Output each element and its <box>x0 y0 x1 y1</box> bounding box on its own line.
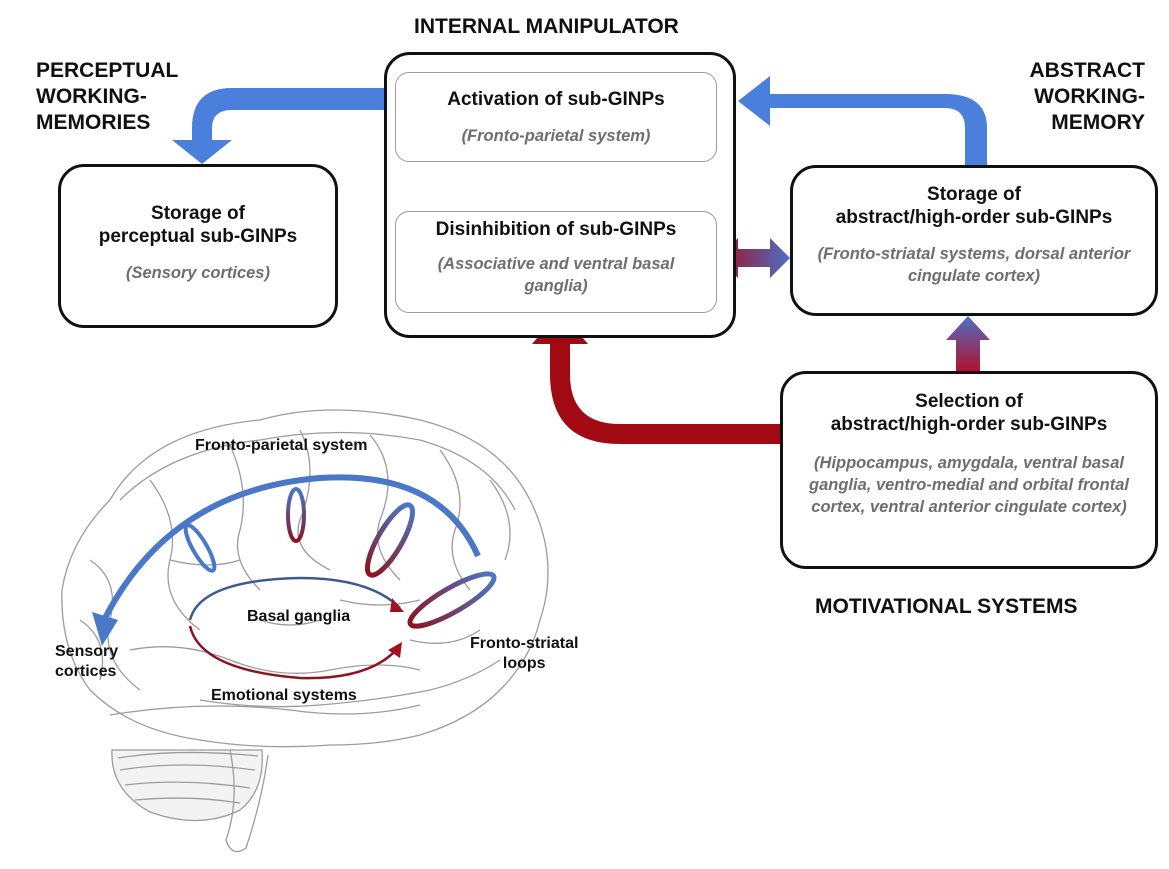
motivational-systems-label: MOTIVATIONAL SYSTEMS <box>815 595 1078 618</box>
title-line: abstract/high-order sub-GINPs <box>835 207 1113 228</box>
loop-3 <box>364 502 416 578</box>
selection-title: Selection of abstract/high-order sub-GIN… <box>783 390 1155 436</box>
internal-manipulator-label: INTERNAL MANIPULATOR <box>414 15 679 38</box>
fronto-striatal-label: Fronto-striatal loops <box>470 634 578 674</box>
emotional-systems-label: Emotional systems <box>211 687 357 704</box>
activation-subtitle: (Fronto-parietal system) <box>461 127 651 145</box>
label-line: loops <box>502 655 546 672</box>
label-line: ABSTRACT <box>1029 59 1146 82</box>
label-line: WORKING- <box>1034 85 1145 108</box>
label-line: MEMORIES <box>36 111 151 134</box>
arrow-selection-to-abstract <box>946 316 990 372</box>
abstract-storage-title: Storage of abstract/high-order sub-GINPs <box>793 183 1155 229</box>
abstract-storage-box: Storage of abstract/high-order sub-GINPs… <box>790 165 1158 316</box>
activation-title: Activation of sub-GINPs <box>447 89 665 110</box>
loop-1 <box>183 523 217 573</box>
fronto-parietal-label: Fronto-parietal system <box>195 437 368 454</box>
brain-illustration <box>61 409 549 853</box>
abstract-storage-subtitle: (Fronto-striatal systems, dorsal anterio… <box>817 245 1131 285</box>
fronto-parietal-arrowhead <box>92 612 118 646</box>
title-line: Selection of <box>915 391 1023 412</box>
basal-ganglia-loop-bottom <box>188 625 399 680</box>
label-line: Fronto-striatal <box>470 635 579 652</box>
label-line: MEMORY <box>1051 111 1145 134</box>
perceptual-storage-title: Storage of perceptual sub-GINPs <box>61 202 335 248</box>
label-line: Sensory <box>55 643 119 660</box>
disinhibition-title: Disinhibition of sub-GINPs <box>435 219 677 240</box>
selection-subtitle: (Hippocampus, amygdala, ventral basal ga… <box>809 454 1129 516</box>
basal-ganglia-loop-top <box>188 576 401 621</box>
activation-box: Activation of sub-GINPs (Fronto-parietal… <box>395 72 717 162</box>
basal-ganglia-label: Basal ganglia <box>247 608 351 625</box>
title-line: Storage of <box>927 184 1021 205</box>
selection-box: Selection of abstract/high-order sub-GIN… <box>780 371 1158 569</box>
title-line: perceptual sub-GINPs <box>98 226 298 247</box>
sensory-cortices-label: Sensory cortices <box>55 642 118 682</box>
loop-4 <box>407 571 497 629</box>
label-line: WORKING- <box>36 85 147 108</box>
title-line: Storage of <box>151 203 245 224</box>
perceptual-working-memories-label: PERCEPTUAL WORKING- MEMORIES <box>36 58 178 136</box>
arrow-disinhibition-abstract <box>718 238 790 278</box>
disinhibition-subtitle: (Associative and ventral basal ganglia) <box>437 255 675 295</box>
title-line: abstract/high-order sub-GINPs <box>830 414 1108 435</box>
arrow-to-perceptual-storage <box>172 88 395 164</box>
abstract-working-memory-label: ABSTRACT WORKING- MEMORY <box>1030 58 1146 136</box>
label-line: PERCEPTUAL <box>36 59 179 82</box>
arrow-to-activation <box>738 76 987 168</box>
disinhibition-box: Disinhibition of sub-GINPs (Associative … <box>395 211 717 313</box>
perceptual-storage-box: Storage of perceptual sub-GINPs (Sensory… <box>58 164 338 328</box>
loop-2 <box>286 487 306 543</box>
label-line: cortices <box>55 663 117 680</box>
fronto-parietal-arc <box>101 474 481 622</box>
perceptual-storage-subtitle: (Sensory cortices) <box>126 264 270 282</box>
